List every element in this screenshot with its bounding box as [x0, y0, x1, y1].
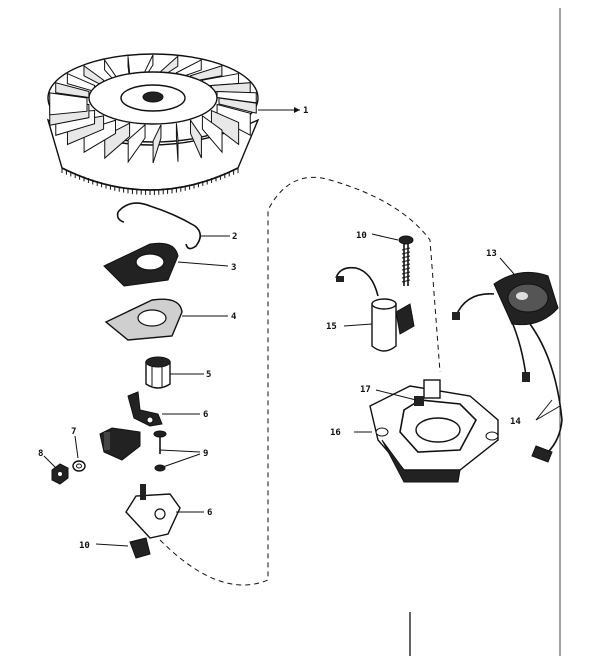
callout-8: 8: [38, 449, 43, 459]
callout-7: 7: [71, 427, 76, 437]
ignition-coil-part: [493, 271, 559, 326]
gasket-part: [104, 298, 183, 341]
callout-10: 10: [79, 541, 90, 551]
callout-18: 16: [330, 428, 341, 438]
spring-clip-part: [116, 202, 202, 250]
coil-screw-part: [398, 235, 414, 286]
assembly-dashed-outline: [159, 176, 441, 586]
arrowhead-icon: [294, 107, 300, 113]
callout-1: 1: [303, 106, 308, 116]
callout-17: 17: [360, 385, 371, 395]
coil-leads-part: [452, 293, 563, 463]
breaker-arm-part: [127, 391, 163, 427]
leader-lines: [43, 109, 561, 547]
coil-bracket-part: [369, 379, 499, 483]
callout-4: 4: [231, 312, 237, 322]
callout-6b: 6: [207, 508, 212, 518]
condenser-part: [335, 266, 415, 352]
callout-labels: 1 2 3 4 5 6 9 6 7 8 10 10 13 15 17 16 14: [38, 106, 521, 551]
callout-16: 10: [356, 231, 367, 241]
nut-part: [51, 463, 69, 485]
cam-bushing-part: [145, 356, 171, 389]
callout-5: 5: [206, 370, 211, 380]
screw-part: [153, 430, 167, 454]
callout-9: 9: [203, 449, 208, 459]
small-clip-part: [129, 537, 151, 559]
mount-plate-part: [125, 484, 181, 539]
callout-13: 13: [486, 249, 497, 259]
cover-plate-part: [103, 242, 179, 287]
callout-2: 2: [232, 232, 237, 242]
flywheel-part: [46, 53, 260, 195]
breaker-bracket-part: [99, 427, 141, 461]
callout-3: 3: [231, 263, 236, 273]
callout-14: 14: [510, 417, 521, 427]
washer-part: [72, 460, 86, 472]
callout-6: 6: [203, 410, 208, 420]
callout-15: 15: [326, 322, 337, 332]
